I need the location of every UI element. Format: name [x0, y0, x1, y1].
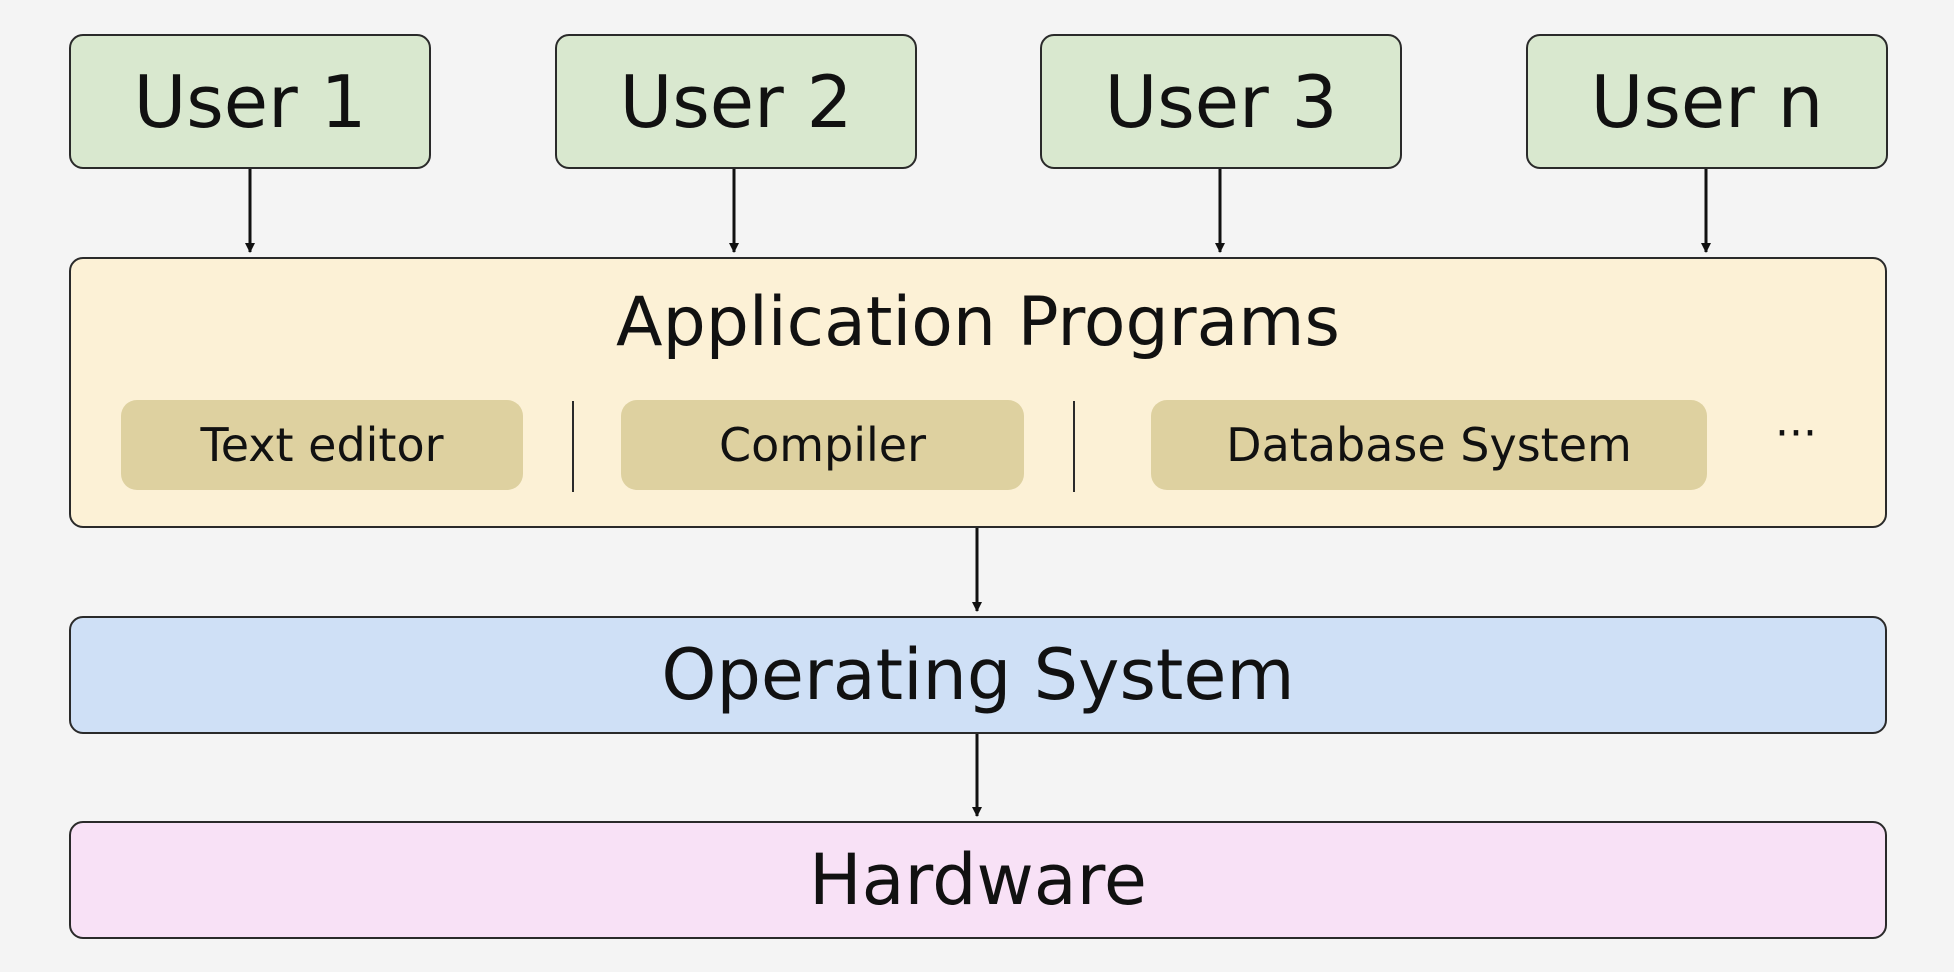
program-chip-text-editor: Text editor: [121, 400, 523, 490]
application-programs-layer: Application Programs Text editor Compile…: [69, 257, 1887, 528]
user-1-box: User 1: [69, 34, 431, 169]
application-programs-title: Application Programs: [616, 283, 1340, 362]
program-chip-compiler: Compiler: [621, 400, 1024, 490]
user-2-box: User 2: [555, 34, 917, 169]
user-n-box: User n: [1526, 34, 1888, 169]
program-divider-2: [1073, 401, 1075, 492]
more-programs-ellipsis: ···: [1775, 408, 1817, 459]
hardware-layer: Hardware: [69, 821, 1887, 939]
user-3-box: User 3: [1040, 34, 1402, 169]
program-chip-database-system: Database System: [1151, 400, 1707, 490]
program-divider-1: [572, 401, 574, 492]
operating-system-layer: Operating System: [69, 616, 1887, 734]
